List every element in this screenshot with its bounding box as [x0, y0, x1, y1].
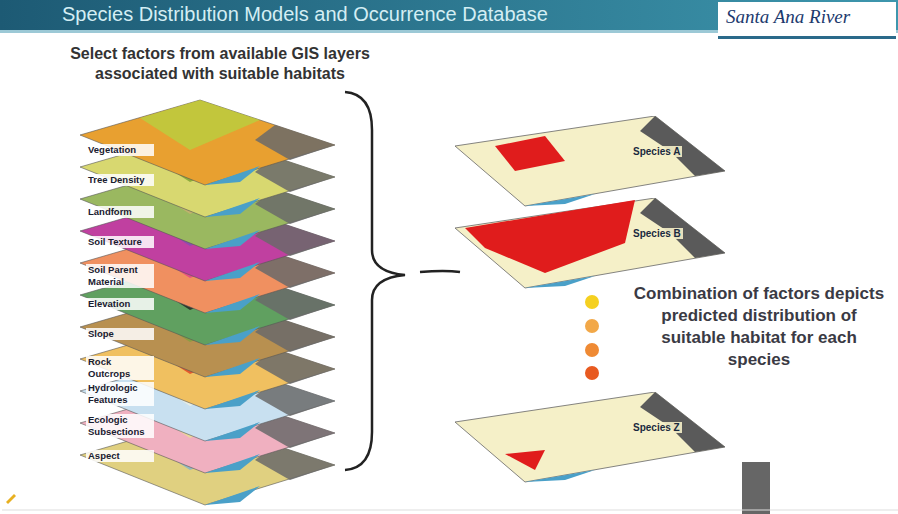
map-base: [455, 392, 725, 482]
instruction-text: Select factors from available GIS layers…: [70, 44, 370, 84]
layer-pattern: [140, 100, 260, 150]
layer-water: [205, 166, 260, 185]
bracket-tip: [420, 271, 460, 272]
layer-label: Soil Texture: [86, 236, 154, 248]
progress-dot: [585, 366, 599, 380]
layer-water: [205, 294, 260, 313]
layer-water: [205, 390, 260, 409]
species-label: Species B: [631, 228, 683, 239]
progress-dot: [585, 343, 599, 357]
habitat-area: [495, 136, 565, 171]
layer-water: [205, 230, 260, 249]
layer-water: [205, 422, 260, 441]
map-water: [525, 470, 595, 482]
habitat-area: [505, 450, 545, 470]
layer-label: Ecologic Subsections: [86, 414, 154, 438]
species-map: Species Z: [455, 392, 727, 484]
layer-water: [205, 198, 260, 217]
map-outline: [455, 198, 727, 290]
map-base: [455, 198, 725, 288]
species-label: Species Z: [631, 422, 682, 433]
layer-label: Aspect: [86, 450, 154, 462]
progress-dot: [585, 319, 599, 333]
habitat-area: [465, 200, 635, 273]
species-map: Species B: [455, 198, 727, 290]
layer-label: Rock Outcrops: [86, 356, 154, 380]
layer-label: Landform: [86, 206, 154, 218]
map-outline: [455, 392, 727, 484]
layer-water: [205, 262, 260, 281]
layer-water: [205, 486, 260, 505]
layer-label: Hydrologic Features: [86, 382, 154, 406]
layer-label: Soil Parent Material: [86, 264, 154, 288]
species-label: Species A: [631, 146, 682, 157]
progress-dot: [585, 295, 599, 309]
map-water: [525, 194, 595, 206]
layer-label: Vegetation: [86, 144, 154, 156]
left-bracket: [345, 92, 405, 470]
gis-layer-stack: [80, 100, 335, 505]
species-map: Species A: [455, 116, 727, 208]
layer-label: Slope: [86, 328, 154, 340]
layer-water: [205, 358, 260, 377]
layer-water: [205, 326, 260, 345]
map-base: [455, 116, 725, 206]
map-water: [525, 276, 595, 288]
map-outline: [455, 116, 727, 208]
slide-title: Species Distribution Models and Occurren…: [62, 3, 548, 26]
layer-terrain: [255, 125, 335, 160]
gis-layer: [80, 100, 335, 185]
layer-water: [205, 454, 260, 473]
summary-text: Combination of factors depicts predicted…: [628, 283, 890, 371]
layer-label: Tree Density: [86, 174, 154, 186]
pen-icon: [6, 494, 16, 504]
layer-label: Elevation: [86, 298, 154, 310]
corner-block: [742, 462, 770, 514]
logo-text: Santa Ana River: [718, 2, 896, 39]
slide-edge: [2, 510, 898, 511]
